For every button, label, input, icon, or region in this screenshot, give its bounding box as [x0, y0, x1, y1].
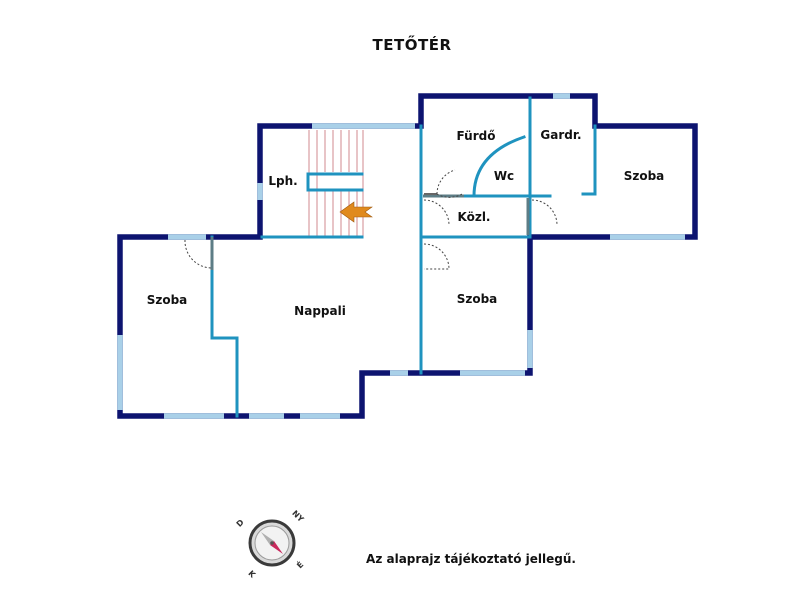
staircase	[308, 130, 364, 237]
door-kozl	[423, 199, 450, 226]
disclaimer-note: Az alaprajz tájékoztató jellegű.	[366, 552, 576, 566]
page-title: TETŐTÉR	[373, 34, 452, 54]
doors	[184, 169, 558, 270]
room-label-furdo: Fürdő	[457, 129, 496, 143]
exterior-walls	[117, 93, 698, 419]
compass-letter-e: É	[294, 559, 306, 571]
compass-letter-ny: NY	[290, 509, 305, 524]
door-wc	[424, 169, 463, 198]
door-szoba-left	[184, 239, 213, 269]
room-label-szoba-left: Szoba	[147, 293, 188, 307]
stair-direction-arrow-icon	[339, 201, 373, 223]
compass: D NY É K	[235, 509, 306, 581]
room-label-nappali: Nappali	[294, 304, 346, 318]
door-szoba-middle	[423, 243, 450, 270]
door-gardr	[531, 199, 558, 226]
room-label-gardr: Gardr.	[540, 128, 581, 142]
room-label-wc: Wc	[494, 169, 514, 183]
compass-letter-d: D	[235, 517, 246, 528]
room-label-lph: Lph.	[268, 174, 297, 188]
compass-letter-k: K	[246, 569, 257, 580]
interior-walls	[210, 96, 597, 418]
room-label-szoba-middle: Szoba	[457, 292, 498, 306]
windows	[117, 93, 685, 419]
room-label-kozl: Közl.	[458, 210, 491, 224]
room-label-szoba-right: Szoba	[624, 169, 665, 183]
